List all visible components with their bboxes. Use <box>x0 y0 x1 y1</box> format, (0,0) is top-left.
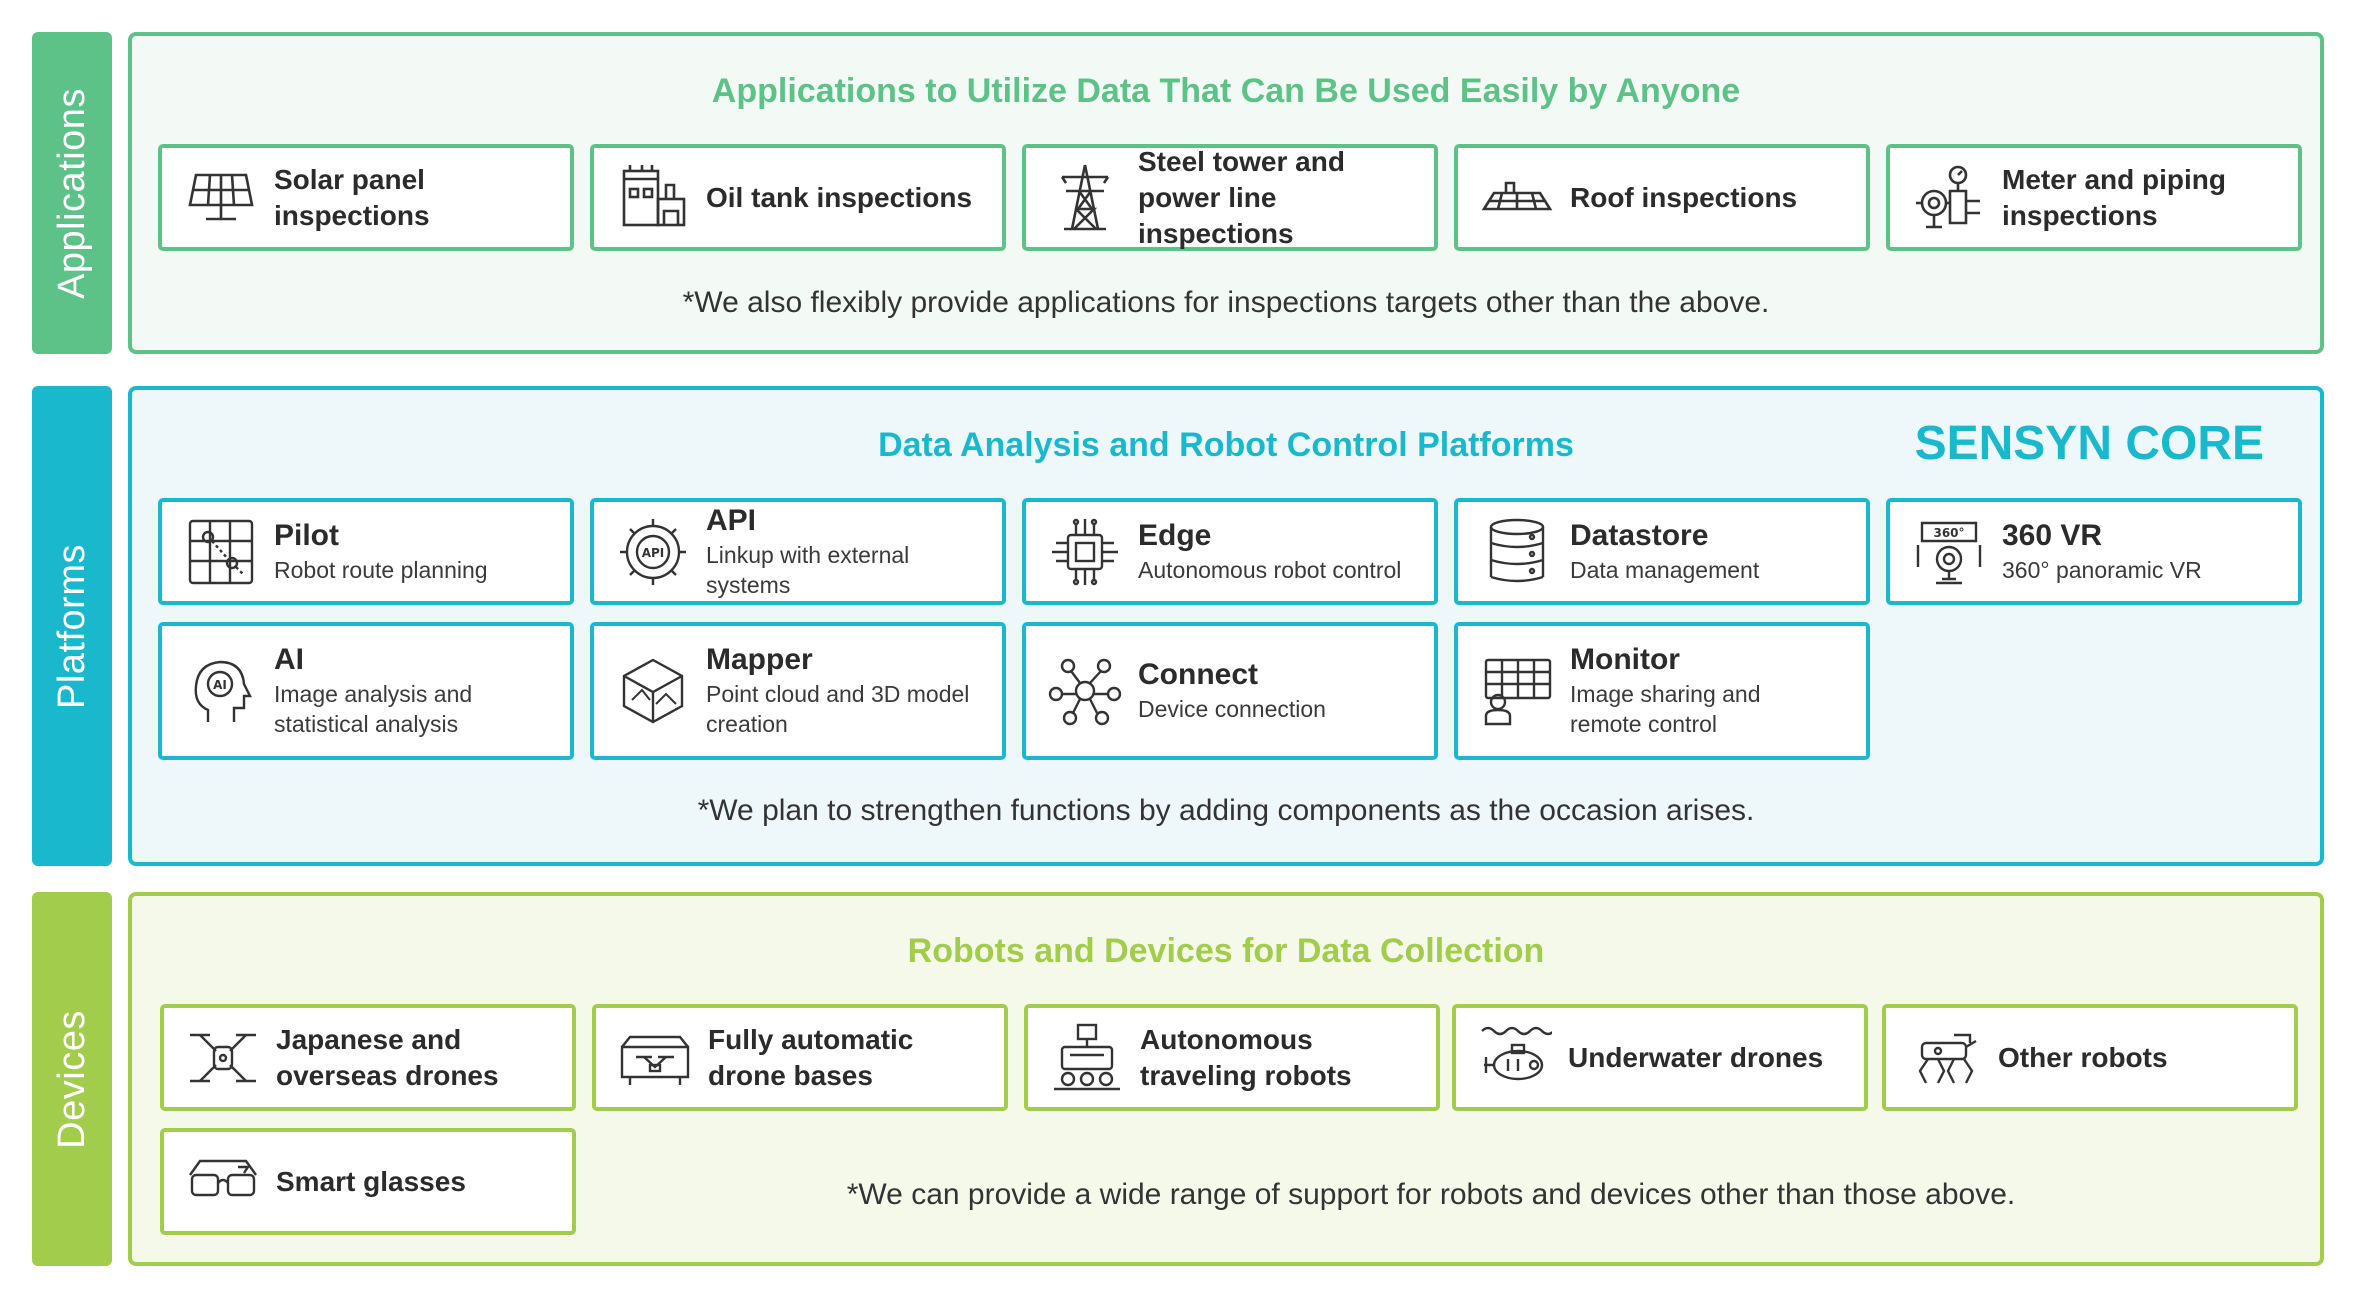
platform-subtitle: Autonomous robot control <box>1138 556 1402 583</box>
app-card-meter-piping[interactable]: Meter and piping inspections <box>1886 144 2302 251</box>
chip-icon <box>1048 515 1122 589</box>
app-card-roof[interactable]: Roof inspections <box>1454 144 1870 251</box>
platform-title: Mapper <box>706 643 813 676</box>
devices-heading: Robots and Devices for Data Collection <box>907 932 1545 970</box>
platform-card-mapper[interactable]: Mapper Point cloud and 3D model creation <box>590 622 1006 760</box>
steel-tower-icon <box>1048 161 1122 235</box>
platform-card-api[interactable]: API API Linkup with external systems <box>590 498 1006 605</box>
platform-card-ai[interactable]: AI AI Image analysis and statistical ana… <box>158 622 574 760</box>
app-label: Oil tank inspections <box>706 181 973 213</box>
ground-robot-icon <box>1050 1021 1124 1095</box>
svg-text:API: API <box>642 546 665 560</box>
platform-title: Monitor <box>1570 643 1680 676</box>
app-card-oil-tank[interactable]: Oil tank inspections <box>590 144 1006 251</box>
app-label: Solar panel inspections <box>274 163 430 231</box>
svg-text:AI: AI <box>213 678 227 692</box>
platform-card-monitor[interactable]: Monitor Image sharing and remote control <box>1454 622 1870 760</box>
smart-glasses-icon <box>186 1145 260 1219</box>
platform-subtitle: 360° panoramic VR <box>2002 556 2202 583</box>
device-card-traveling-robots[interactable]: Autonomous traveling robots <box>1024 1004 1440 1111</box>
meter-piping-icon <box>1912 161 1986 235</box>
solar-panel-icon <box>184 161 258 235</box>
devices-side-label: Devices <box>32 892 112 1266</box>
app-card-solar-panel[interactable]: Solar panel inspections <box>158 144 574 251</box>
3d-cube-icon <box>616 654 690 728</box>
platform-title: Edge <box>1138 518 1212 552</box>
sensyn-core-brand: SENSYN CORE <box>1914 417 2264 470</box>
route-map-icon <box>184 515 258 589</box>
devices-side-text: Devices <box>50 1009 93 1149</box>
platform-subtitle: Linkup with external systems <box>706 541 910 598</box>
applications-note: *We also flexibly provide applications f… <box>682 286 1770 319</box>
platforms-side-text: Platforms <box>50 543 93 709</box>
platform-subtitle: Robot route planning <box>274 556 488 583</box>
device-label: Autonomous traveling robots <box>1140 1023 1352 1091</box>
device-label: Underwater drones <box>1568 1041 1824 1073</box>
platform-card-connect[interactable]: Connect Device connection <box>1022 622 1438 760</box>
device-label: Japanese and overseas drones <box>276 1023 499 1091</box>
platform-title: Pilot <box>274 518 339 552</box>
device-card-smart-glasses[interactable]: Smart glasses <box>160 1128 576 1235</box>
device-card-underwater[interactable]: Underwater drones <box>1452 1004 1868 1111</box>
app-label: Steel tower and power line inspections <box>1138 145 1345 249</box>
drone-base-icon <box>618 1021 692 1095</box>
svg-text:360°: 360° <box>1933 526 1964 540</box>
platform-title: 360 VR <box>2002 518 2103 552</box>
devices-panel: Robots and Devices for Data Collection J… <box>128 892 2324 1266</box>
network-icon <box>1048 654 1122 728</box>
platforms-side-label: Platforms <box>32 386 112 866</box>
applications-heading: Applications to Utilize Data That Can Be… <box>711 72 1741 110</box>
device-card-drones[interactable]: Japanese and overseas drones <box>160 1004 576 1111</box>
device-card-other-robots[interactable]: Other robots <box>1882 1004 2298 1111</box>
underwater-drone-icon <box>1478 1021 1552 1095</box>
platform-subtitle: Image analysis and statistical analysis <box>274 681 473 737</box>
roof-icon <box>1480 161 1554 235</box>
platform-subtitle: Data management <box>1570 556 1760 583</box>
platform-subtitle: Point cloud and 3D model creation <box>706 681 970 737</box>
applications-side-label: Applications <box>32 32 112 354</box>
drone-icon <box>186 1021 260 1095</box>
applications-side-text: Applications <box>50 87 93 299</box>
monitor-operator-icon <box>1480 654 1554 728</box>
platforms-heading: Data Analysis and Robot Control Platform… <box>878 426 1574 464</box>
platform-title: AI <box>274 643 304 676</box>
platform-title: Connect <box>1138 658 1258 691</box>
app-card-steel-tower[interactable]: Steel tower and power line inspections <box>1022 144 1438 251</box>
platforms-panel: Data Analysis and Robot Control Platform… <box>128 386 2324 866</box>
platforms-note: *We plan to strengthen functions by addi… <box>697 794 1755 827</box>
platform-subtitle: Device connection <box>1138 696 1326 722</box>
platform-title: Datastore <box>1570 518 1709 552</box>
ai-head-icon: AI <box>184 654 258 728</box>
platform-card-edge[interactable]: Edge Autonomous robot control <box>1022 498 1438 605</box>
platform-card-360vr[interactable]: 360° 360 VR 360° panoramic VR <box>1886 498 2302 605</box>
device-label: Smart glasses <box>276 1165 466 1197</box>
vr-camera-icon: 360° <box>1912 515 1986 589</box>
devices-note: *We can provide a wide range of support … <box>846 1178 2016 1211</box>
platform-subtitle: Image sharing and remote control <box>1570 681 1761 737</box>
platform-title: API <box>706 503 757 537</box>
device-card-drone-bases[interactable]: Fully automatic drone bases <box>592 1004 1008 1111</box>
device-label: Other robots <box>1998 1041 2168 1073</box>
quadruped-robot-icon <box>1908 1021 1982 1095</box>
api-gear-icon: API <box>616 515 690 589</box>
app-label: Meter and piping inspections <box>2002 163 2226 231</box>
device-label: Fully automatic drone bases <box>708 1023 914 1091</box>
applications-panel: Applications to Utilize Data That Can Be… <box>128 32 2324 354</box>
app-label: Roof inspections <box>1570 181 1798 213</box>
platform-card-pilot[interactable]: Pilot Robot route planning <box>158 498 574 605</box>
database-icon <box>1480 515 1554 589</box>
platform-card-datastore[interactable]: Datastore Data management <box>1454 498 1870 605</box>
oil-tank-icon <box>616 161 690 235</box>
